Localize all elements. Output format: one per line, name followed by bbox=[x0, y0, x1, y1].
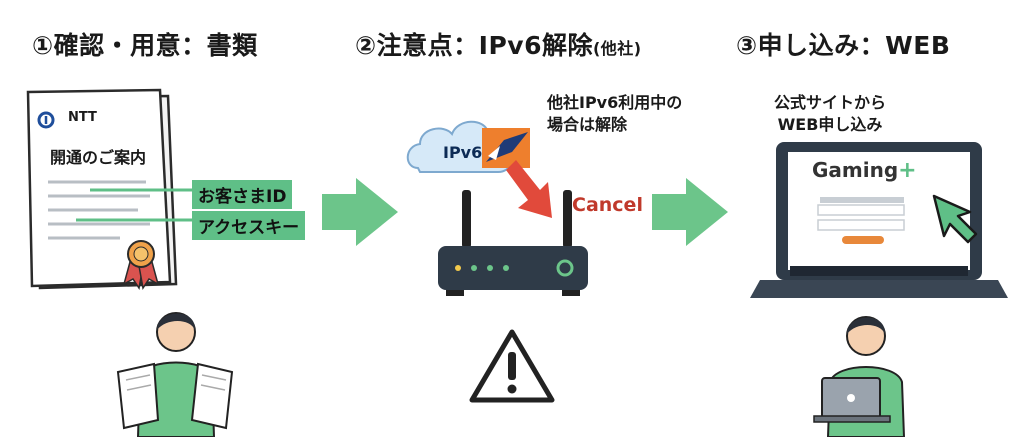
ipv6-caption: 他社IPv6利用中の 場合は解除 bbox=[547, 92, 682, 136]
cancel-arrow-icon bbox=[506, 160, 552, 218]
warning-icon bbox=[469, 329, 555, 403]
provider-logo-icon bbox=[482, 128, 530, 168]
access-key-label: アクセスキー bbox=[192, 211, 306, 240]
document-icon bbox=[26, 88, 194, 290]
site-plus: + bbox=[898, 158, 917, 183]
document-heading: 開通のご案内 bbox=[50, 148, 147, 167]
step-2-title-paren: (他社) bbox=[592, 39, 642, 58]
cursor-icon bbox=[932, 194, 978, 244]
laptop-icon bbox=[750, 142, 1008, 298]
web-caption: 公式サイトから WEB申し込み bbox=[774, 92, 886, 136]
step-1-title: ①確認・用意：書類 bbox=[32, 31, 258, 60]
site-logo: Gaming+ bbox=[812, 158, 917, 183]
router-icon bbox=[438, 190, 588, 296]
customer-id-label: お客さまID bbox=[192, 180, 293, 209]
step-2-title-main: ②注意点：IPv6解除 bbox=[355, 31, 593, 60]
person-with-laptop-icon bbox=[813, 316, 906, 437]
arrow-right-icon bbox=[652, 178, 728, 246]
award-ribbon-icon bbox=[122, 240, 160, 290]
arrow-right-icon bbox=[322, 178, 398, 246]
step-3-title: ③申し込み：WEB bbox=[736, 31, 951, 60]
cancel-label: Cancel bbox=[572, 194, 643, 216]
ipv6-caption-line2: 場合は解除 bbox=[547, 115, 628, 134]
cloud-label: IPv6 bbox=[443, 143, 483, 162]
site-name: Gaming bbox=[812, 158, 899, 182]
ipv6-caption-line1: 他社IPv6利用中の bbox=[547, 93, 683, 112]
ntt-logo-text: NTT bbox=[68, 110, 97, 125]
person-with-documents-icon bbox=[116, 312, 234, 437]
web-caption-line2: WEB申し込み bbox=[777, 115, 883, 134]
step-2-title: ②注意点：IPv6解除(他社) bbox=[355, 26, 642, 62]
web-caption-line1: 公式サイトから bbox=[774, 93, 887, 112]
